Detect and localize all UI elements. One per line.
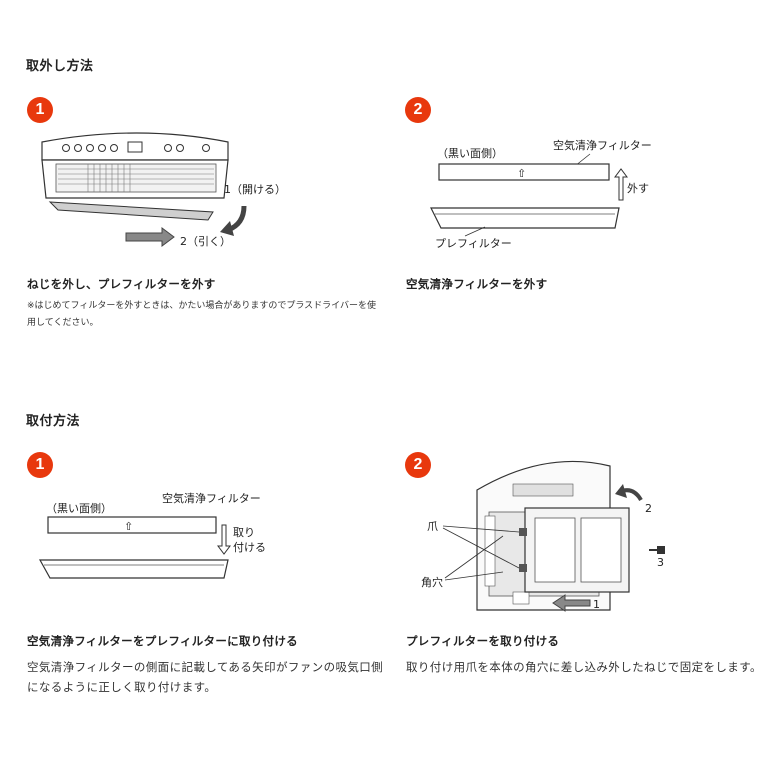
installation-step1-illustration: 空気清浄フィルター （黒い面側） ⇧ 取り 付ける [38, 491, 266, 579]
installation-step2-num-1: 1 [593, 598, 600, 611]
removal-step2-illustration: （黒い面側） 空気清浄フィルター ⇧ 外す プレフィルター [430, 138, 652, 250]
removal-section-title: 取外し方法 [26, 59, 94, 74]
installation-step2-num-2: 2 [645, 502, 652, 515]
installation-step1-filter-arrow-icon: ⇧ [124, 520, 133, 533]
installation-step2-illustration: 爪 角穴 1 2 3 [421, 460, 665, 612]
installation-step1-badge: 1 [27, 452, 53, 478]
removal-step2-prefilter-label: プレフィルター [435, 237, 512, 250]
installation-section-title: 取付方法 [26, 414, 81, 429]
installation-step2-hole-label: 角穴 [421, 575, 443, 589]
installation-step1-caption: 空気清浄フィルターをプレフィルターに取り付ける [27, 634, 298, 648]
removal-step2-badge: 2 [405, 97, 431, 123]
installation-step2-caption: プレフィルターを取り付ける [406, 634, 560, 648]
removal-step1-open-label: 1（開ける） [224, 183, 286, 196]
removal-step2-black-side-label: （黒い面側） [437, 147, 503, 160]
installation-step1-filter-label: 空気清浄フィルター [162, 491, 261, 505]
removal-step1-illustration: 1（開ける） 2（引く） [41, 132, 286, 248]
installation-step1-attach-label-1: 取り [233, 526, 255, 539]
installation-step2-body: 取り付け用爪を本体の角穴に差し込み外したねじで固定をします。 [406, 660, 762, 674]
removal-step1-pull-label: 2（引く） [180, 234, 231, 248]
removal-step1-note: ※はじめてフィルターを外すときは、かたい場合がありますのでプラスドライバーを使用… [27, 301, 377, 328]
installation-step2-num-3: 3 [657, 556, 664, 569]
installation-step1-body: 空気清浄フィルターの側面に記載してある矢印がファンの吸気口側になるように正しく取… [27, 660, 384, 694]
installation-step1-black-side-label: （黒い面側） [46, 502, 112, 515]
removal-step2-remove-label: 外す [627, 182, 649, 195]
installation-step2-badge: 2 [405, 452, 431, 478]
screw-icon [649, 546, 665, 554]
installation-step1-attach-label-2: 付ける [233, 541, 266, 554]
removal-step2-filter-label: 空気清浄フィルター [553, 138, 652, 152]
removal-step1-badge: 1 [27, 97, 53, 123]
removal-step2-filter-arrow-icon: ⇧ [517, 167, 526, 180]
removal-step2-caption: 空気清浄フィルターを外す [406, 277, 548, 291]
installation-step2-claw-label: 爪 [427, 520, 438, 533]
removal-step1-caption: ねじを外し、プレフィルターを外す [27, 277, 216, 291]
